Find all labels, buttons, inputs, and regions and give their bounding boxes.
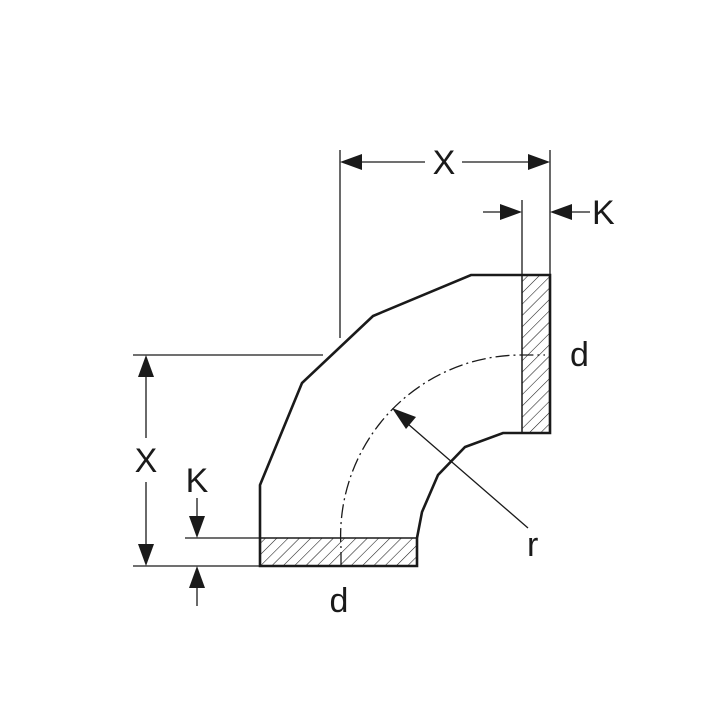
left-x-label: X [135, 442, 158, 480]
left-x-arrow-bottom [138, 544, 154, 566]
radius-leader [407, 423, 529, 529]
bottom-d-label: d [330, 582, 349, 620]
top-k-arrow-right [550, 204, 572, 220]
left-k-label: K [186, 462, 209, 500]
top-x-arrow-left [340, 154, 362, 170]
bottom-socket-hatch [259, 537, 418, 567]
left-k-arrow-top [189, 516, 205, 538]
top-x-label: X [433, 144, 456, 182]
right-socket-hatch [521, 274, 551, 434]
top-k-label: K [592, 194, 615, 232]
centerline-arc [339, 354, 545, 566]
radius-arrow [392, 408, 416, 429]
right-d-label: d [570, 336, 589, 374]
top-x-arrow-right [528, 154, 550, 170]
top-k-arrow-left [500, 204, 522, 220]
left-k-arrow-bottom [189, 566, 205, 588]
left-x-arrow-top [138, 355, 154, 377]
radius-label: r [527, 526, 538, 564]
